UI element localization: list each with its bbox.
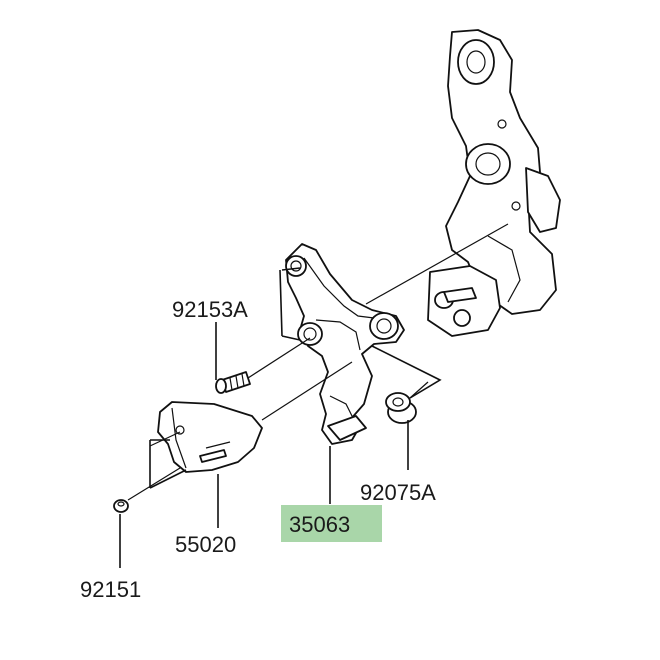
label-screw-92151: 92151: [80, 577, 141, 602]
bolt-part: [215, 371, 251, 394]
cover-part: [157, 401, 263, 473]
frame-section: [427, 29, 561, 337]
bracket-part: [285, 243, 405, 445]
label-bracket-35063: 35063: [289, 512, 350, 537]
leader-lines: [119, 267, 442, 568]
label-bolt-92153A: 92153A: [172, 297, 248, 322]
bracket-label-highlight: [281, 505, 382, 542]
grommet-part: [385, 392, 417, 424]
screw-part: [113, 499, 129, 513]
label-grommet-92075A: 92075A: [360, 480, 436, 505]
label-cover-55020: 55020: [175, 532, 236, 557]
assembly-lines: [127, 223, 509, 501]
